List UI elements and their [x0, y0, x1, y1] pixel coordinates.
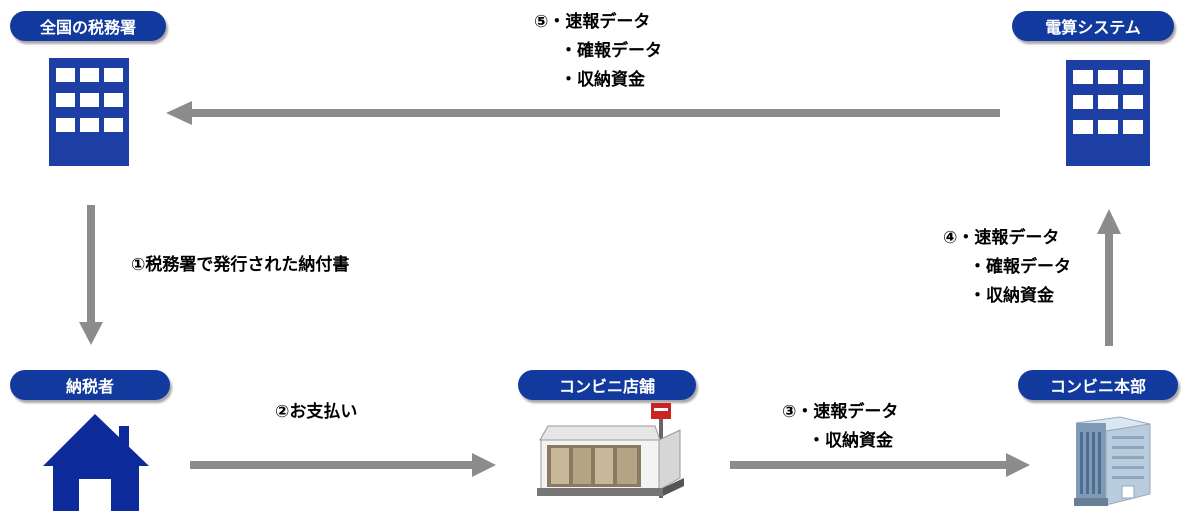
node-computing-system: 電算システム: [1012, 11, 1174, 41]
node-convenience-hq: コンビニ本部: [1018, 370, 1178, 400]
arrow-step5: [166, 101, 1000, 125]
arrow-step3: [730, 453, 1030, 477]
arrow-step1: [79, 205, 103, 345]
step4-label: ④・速報データ ・確報データ ・収納資金: [943, 228, 1071, 306]
step1-label: ①税務署で発行された納付書: [131, 255, 350, 275]
node-tax-offices: 全国の税務署: [10, 11, 166, 41]
computing-system-building-icon: [1066, 60, 1150, 166]
step3-label: ③・速報データ ・収納資金: [782, 402, 899, 451]
arrow-step4: [1097, 209, 1121, 346]
arrow-step2: [190, 453, 496, 477]
step2-label: ②お支払い: [275, 402, 358, 422]
node-convenience-store: コンビニ店舗: [518, 370, 696, 400]
node-taxpayer: 納税者: [10, 370, 170, 400]
tax-office-building-icon: [49, 58, 129, 166]
step5-label: ⑤・速報データ ・確報データ ・収納資金: [534, 12, 662, 90]
